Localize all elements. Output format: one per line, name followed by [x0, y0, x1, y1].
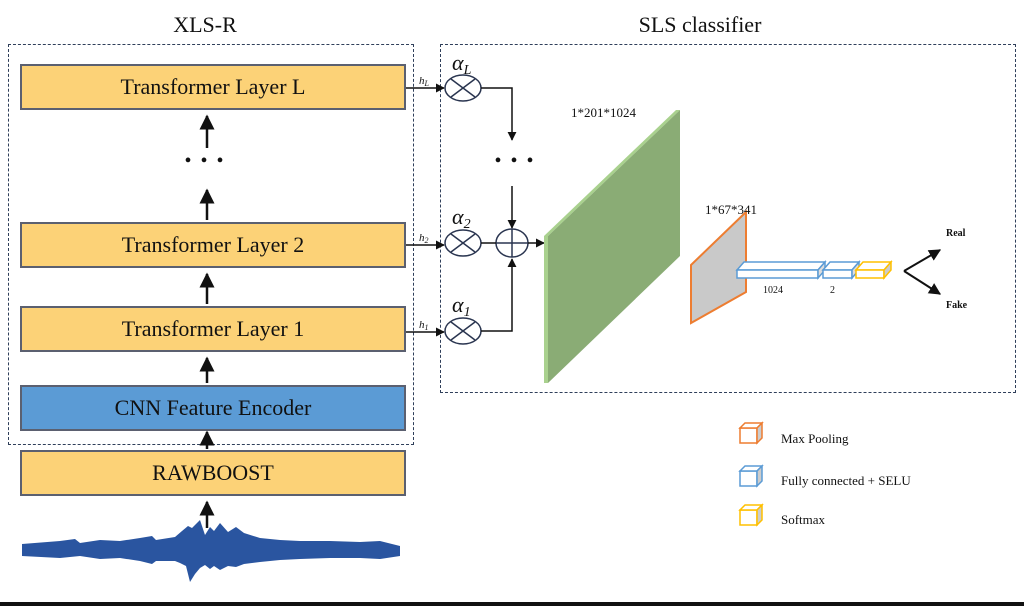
fc1-dim-label: 1024	[763, 285, 783, 296]
alpha-1: α1	[452, 292, 471, 320]
max-pooling-icon	[738, 421, 764, 445]
arrow-alpha1-up	[481, 258, 517, 332]
legend-max-pooling: Max Pooling	[781, 431, 849, 446]
output-fake: Fake	[946, 300, 968, 311]
fc2-dim-label: 2	[830, 285, 835, 296]
label-h1: h1	[419, 319, 429, 332]
legend-softmax: Softmax	[781, 512, 826, 527]
softmax-block	[854, 260, 893, 280]
transformer-layer-l: Transformer Layer L	[20, 64, 406, 110]
pool-dim-label: 1*67*341	[705, 202, 757, 217]
audio-waveform	[22, 520, 400, 582]
sum-ellipsis: • • •	[494, 150, 536, 172]
sum-icon	[495, 228, 529, 258]
cnn-feature-encoder: CNN Feature Encoder	[20, 385, 406, 431]
feature-map	[544, 110, 680, 383]
bottom-border	[0, 602, 1024, 606]
arrow-fake	[903, 270, 942, 295]
transformer-layer-2: Transformer Layer 2	[20, 222, 406, 268]
alpha-L: αL	[452, 50, 472, 78]
arrow-real	[903, 249, 942, 272]
sls-title: SLS classifier	[638, 12, 762, 37]
feature-dim-label: 1*201*1024	[571, 105, 636, 120]
transformer-layer-1: Transformer Layer 1	[20, 306, 406, 352]
softmax-icon	[738, 503, 764, 527]
output-real: Real	[946, 228, 966, 239]
xlsr-title: XLS-R	[173, 12, 237, 37]
label-hL: hL	[419, 75, 430, 88]
fc-1024-block	[735, 260, 827, 280]
alpha-2: α2	[452, 204, 471, 232]
rawboost-block: RAWBOOST	[20, 450, 406, 496]
multiply-icon	[444, 74, 482, 102]
arrow-alphaL-down	[481, 87, 517, 141]
label-h2: h2	[419, 232, 429, 245]
fully-connected-icon	[738, 464, 764, 488]
sls-container	[440, 44, 1016, 393]
legend-fully-connected: Fully connected + SELU	[781, 473, 911, 488]
multiply-icon	[444, 317, 482, 345]
max-pooling-map	[690, 209, 747, 325]
multiply-icon	[444, 229, 482, 257]
fc-2-block	[821, 260, 861, 280]
legend-cubes	[738, 421, 764, 527]
layer-ellipsis: • • •	[184, 150, 226, 172]
